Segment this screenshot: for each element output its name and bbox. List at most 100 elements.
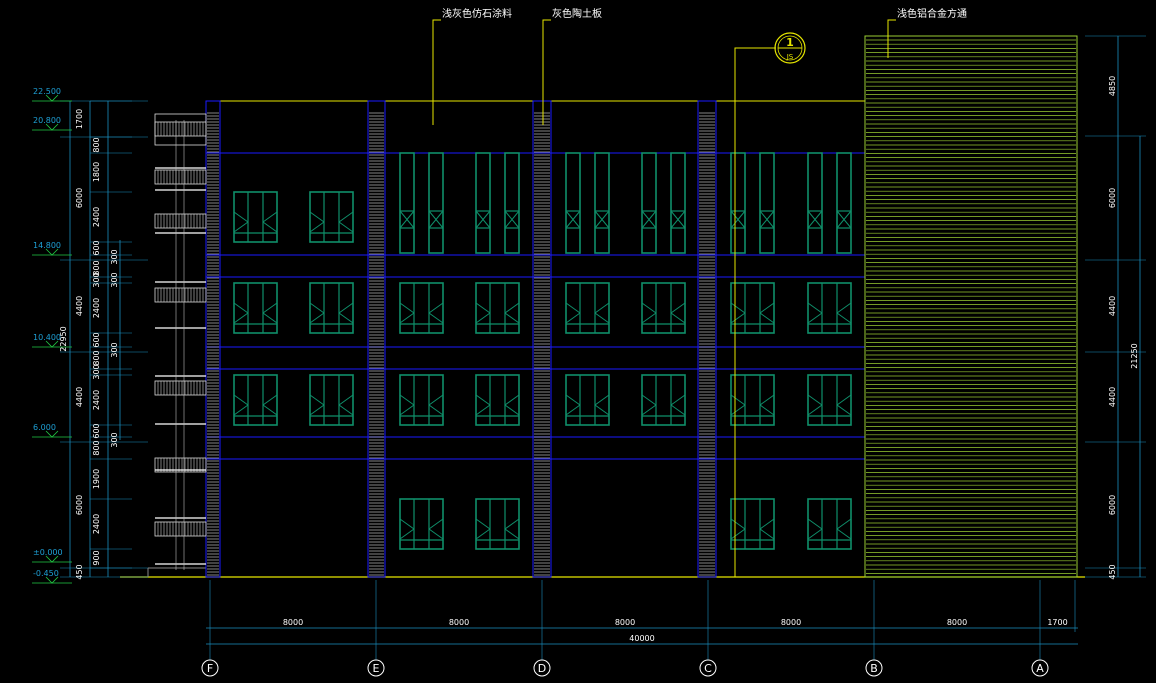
- window-swing: [399, 312, 415, 324]
- tall-window: [565, 152, 581, 254]
- window-frame: [475, 374, 520, 426]
- window-frame: [504, 152, 520, 254]
- window-swing: [565, 404, 581, 416]
- window-swing: [594, 394, 610, 406]
- left-dim-label: 6000: [75, 495, 84, 515]
- level-triangle-icon: [45, 555, 59, 563]
- left-inner-label: 1800: [92, 162, 101, 182]
- window-swing: [338, 312, 354, 324]
- window: [399, 282, 444, 334]
- axis-label: E: [373, 662, 380, 675]
- window: [730, 498, 775, 550]
- window-swing: [807, 302, 823, 314]
- window-swing: [565, 394, 581, 406]
- window-swing: [262, 394, 278, 406]
- window-frame: [730, 374, 775, 426]
- tall-window: [594, 152, 610, 254]
- balcony-rail: [154, 121, 207, 137]
- window-swing: [836, 528, 852, 540]
- window: [399, 498, 444, 550]
- window: [641, 374, 686, 426]
- axis-label: B: [870, 662, 878, 675]
- window-swing: [730, 302, 746, 314]
- window-frame: [309, 374, 354, 426]
- left-dim-label: 4400: [75, 296, 84, 316]
- window-swing: [475, 312, 491, 324]
- annotation-aluminum-panel: 浅色铝合金方通: [897, 7, 967, 20]
- window-swing: [670, 312, 686, 324]
- window-swing: [338, 211, 354, 223]
- window-frame: [565, 152, 581, 254]
- window-swing: [338, 394, 354, 406]
- window-swing: [807, 312, 823, 324]
- detail-callout-sheet: JS: [786, 53, 794, 61]
- balcony-rail: [154, 287, 207, 303]
- window-frame: [475, 282, 520, 334]
- window: [475, 282, 520, 334]
- level-triangle-icon: [45, 123, 59, 131]
- window-frame: [565, 374, 610, 426]
- left-inner-label: 2400: [92, 514, 101, 534]
- window: [641, 282, 686, 334]
- window-frame: [730, 282, 775, 334]
- window-swing: [338, 404, 354, 416]
- detail-callout-number: 1: [786, 36, 794, 49]
- left-small-label: 300: [110, 342, 119, 357]
- window-swing: [641, 210, 657, 229]
- window-swing: [399, 394, 415, 406]
- window-frame: [233, 282, 278, 334]
- axis-label: C: [704, 662, 712, 675]
- window-swing: [730, 210, 746, 229]
- balcony-rail: [154, 380, 207, 396]
- left-inner-label: 600: [92, 423, 101, 438]
- left-dim-label: 4400: [75, 387, 84, 407]
- window: [233, 374, 278, 426]
- axis-bubble: [1031, 659, 1049, 677]
- left-small-label: 300: [110, 432, 119, 447]
- bottom-total-label: 40000: [629, 634, 654, 643]
- tall-window: [504, 152, 520, 254]
- window-swing: [309, 302, 325, 314]
- window-swing: [504, 518, 520, 530]
- left-inner-label: 2400: [92, 390, 101, 410]
- window-swing: [641, 394, 657, 406]
- window-swing: [565, 312, 581, 324]
- window-swing: [670, 210, 686, 229]
- balcony-rail: [154, 457, 207, 473]
- axis-bubble: [201, 659, 219, 677]
- left-small-label: 300: [110, 249, 119, 264]
- tall-window: [836, 152, 852, 254]
- window-frame: [730, 152, 746, 254]
- left-inner-label: 600: [92, 240, 101, 255]
- window: [309, 191, 354, 243]
- window-swing: [670, 302, 686, 314]
- bottom-dim-label: 8000: [449, 618, 469, 627]
- window-frame: [428, 152, 444, 254]
- window: [309, 282, 354, 334]
- window-swing: [262, 221, 278, 233]
- window-swing: [670, 394, 686, 406]
- bottom-dim-label: 8000: [947, 618, 967, 627]
- window-swing: [807, 404, 823, 416]
- window-swing: [836, 210, 852, 229]
- window-swing: [759, 518, 775, 530]
- window-swing: [759, 394, 775, 406]
- window-swing: [504, 210, 520, 229]
- left-inner-label: 300: [92, 364, 101, 379]
- window-frame: [670, 152, 686, 254]
- tall-window: [807, 152, 823, 254]
- level-triangle-icon: [45, 94, 59, 102]
- level-label: 6.000: [33, 423, 56, 432]
- window-frame: [475, 152, 491, 254]
- window-frame: [807, 374, 852, 426]
- cladding-frame: [864, 35, 1078, 578]
- left-dim-label: 1700: [75, 109, 84, 129]
- strip-frame: [697, 100, 717, 578]
- stair-balconies: [154, 113, 207, 570]
- window-swing: [428, 404, 444, 416]
- level-markers: 22.50020.80014.80010.4006.000±0.000-0.45…: [32, 87, 72, 584]
- right-dim-label: 4850: [1108, 76, 1117, 96]
- window-swing: [670, 404, 686, 416]
- window-frame: [759, 152, 775, 254]
